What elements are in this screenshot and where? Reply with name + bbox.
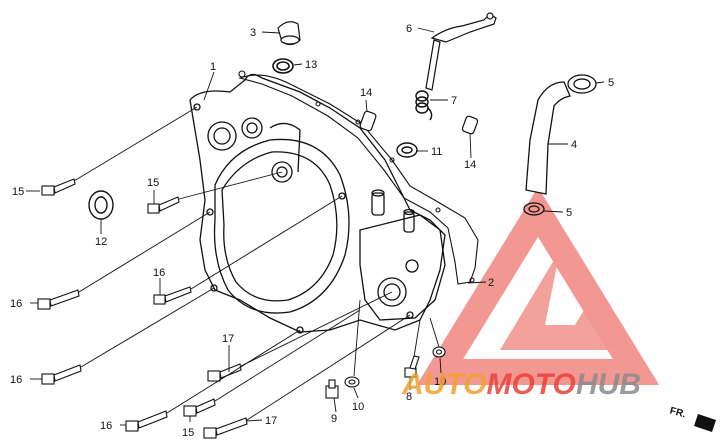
callout-14-left: 14 [360,87,372,99]
callout-6: 6 [406,23,412,35]
callout-15-top: 15 [12,186,24,198]
watermark-hub: HUB [576,368,641,401]
callout-5-top: 5 [608,77,614,89]
callout-15-mid: 15 [147,177,159,189]
callout-1: 1 [210,61,216,73]
watermark-logo [416,187,660,385]
callout-17-mid: 17 [222,333,234,345]
o-ring [272,58,294,74]
callout-15-bottom: 15 [182,427,194,439]
callout-17-bottom: 17 [265,415,277,427]
callout-labels: 1 2 3 4 5 5 6 7 8 9 10 10 11 12 13 14 14… [10,23,687,439]
watermark-moto: MOTO [486,368,575,401]
bolts [37,178,446,439]
callout-16-lower: 16 [10,374,22,386]
callout-2: 2 [488,277,494,289]
watermark-auto: AUTO [401,368,486,401]
callout-4: 4 [571,139,577,151]
callout-10-left: 10 [352,401,364,413]
front-direction-arrow [694,414,716,432]
callout-7: 7 [451,95,457,107]
callout-11: 11 [431,146,442,158]
water-hose [525,81,571,195]
callout-5-lower: 5 [566,207,572,219]
dowel-pin [359,110,479,135]
callout-12: 12 [95,236,107,248]
spring [415,90,433,121]
oil-seal [396,142,418,158]
hose-clamp [523,74,597,216]
callout-14-right: 14 [464,159,476,171]
clutch-cover [189,73,446,334]
callout-16-mid: 16 [153,267,165,279]
callout-13: 13 [305,59,317,71]
watermark-text: AUTOMOTOHUB [401,368,641,401]
cover-gasket [238,70,479,285]
callout-9: 9 [331,413,337,425]
callout-16-left: 16 [10,298,22,310]
lever-arm [425,12,497,91]
callout-10-right: 10 [434,376,446,388]
front-direction-label: FR. [669,406,688,421]
svg-text:AUTOMOTOHUB: AUTOMOTOHUB [401,368,641,401]
seal-ring [88,190,114,220]
callout-3: 3 [250,27,256,39]
callout-8: 8 [406,391,412,403]
callout-16-bottom: 16 [100,420,112,432]
filler-cap [277,21,301,46]
leader-lines [26,27,605,426]
